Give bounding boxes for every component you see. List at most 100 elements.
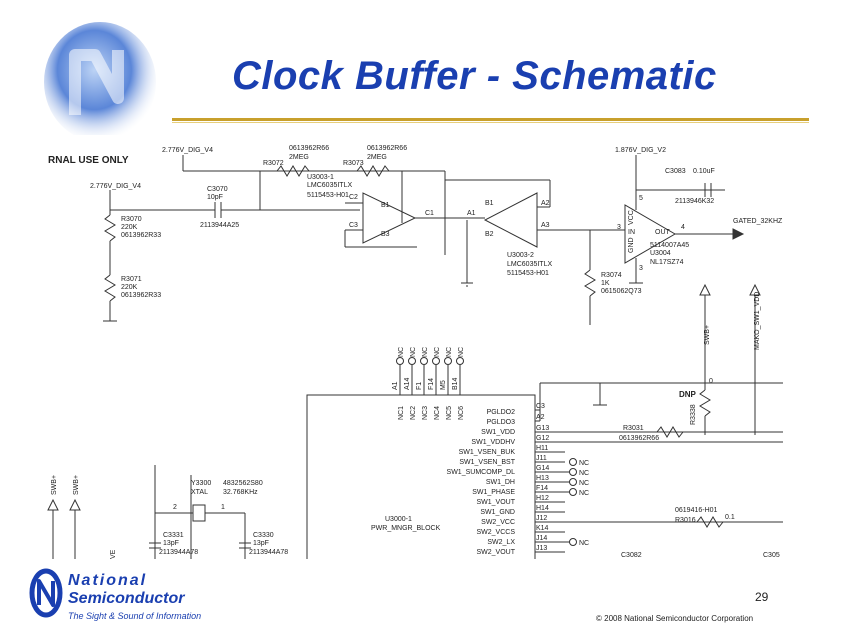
nc-pin-f1: F1 [416,382,423,390]
pmic-pin-num-5: J11 [536,455,547,462]
opamp1-pin-c1: C1 [425,210,434,217]
r3072-ref: R3072 [263,160,284,167]
slide-title: Clock Buffer - Schematic [232,54,717,98]
crystal-type: XTAL [191,489,208,496]
nc-top-5: NC [446,347,453,357]
pmic-pin-name-12: SW2_VCCS [476,529,515,536]
buffer-pin-vcc: VCC [628,210,635,225]
buffer-part: NL17SZ74 [650,259,684,266]
opamp1-pin-b1: B1 [381,202,390,209]
r3031-ref: R3031 [623,425,644,432]
logo-line2: Semiconductor [68,590,185,607]
c3070-val: 10pF [207,194,223,201]
r3338-ref: R3338 [690,404,697,425]
r3072-part: 0613962R66 [289,145,329,152]
pmic-pin-name-4: SW1_VSEN_BUK [459,449,516,456]
r3031-part: 0613962R66 [619,435,659,442]
buffer-pin-in: IN [628,229,635,236]
pmic-pin-name-9: SW1_VOUT [476,499,515,506]
r3071-part: 0613962R33 [121,292,161,299]
r3016-val: 0.1 [725,514,735,521]
pmic-pin-name-10: SW1_GND [480,509,515,516]
pmic-pin-num-10: H14 [536,505,549,512]
c305-ref: C305 [763,552,780,559]
pmic-pin-name-14: SW2_VOUT [476,549,515,556]
opamp2-pin-b2: B2 [485,231,494,238]
c3331-ref: C3331 [163,532,184,539]
header-label: RNAL USE ONLY [48,155,129,166]
r3016-part: 0619416-H01 [675,507,718,514]
nc-pad-6: NC6 [458,406,465,420]
nc-top-6: NC [458,347,465,357]
pmic-nc-1: NC [579,470,589,477]
buffer-pin-in-num: 3 [617,224,621,231]
pmic-nc-0: NC [579,460,589,467]
pmic-pin-num-1: A2 [536,414,545,421]
nc-top-3: NC [422,347,429,357]
rail-dig-v2: 1.876V_DIG_V2 [615,147,666,154]
opamp1-ref: U3003-1 [307,174,334,181]
r3073-ref: R3073 [343,160,364,167]
pmic-pin-name-8: SW1_PHASE [472,489,515,496]
globe-graphic [44,22,156,142]
schematic-diagram: RNAL USE ONLY 2.776V_DIG_V4 2.776V_DIG_V… [45,135,783,559]
copyright-text: © 2008 National Semiconductor Corporatio… [596,614,754,623]
buffer-ref: U3004 [650,250,671,257]
right-net-swb: SWB+ [704,325,711,345]
page-number: 29 [755,590,769,604]
buffer-pin-5: 5 [639,195,643,202]
nc-pin-f14: F14 [428,378,435,390]
opamp1-pin-c3: C3 [349,222,358,229]
c3070-ref: C3070 [207,186,228,193]
right-net-mako: MAKO_SW1_VDD [754,292,761,350]
r3071-ref: R3071 [121,276,142,283]
pmic-pin-num-14: J13 [536,545,547,552]
pmic-pin-name-11: SW2_VCC [481,519,515,526]
opamp2-pin-a2: A2 [541,200,550,207]
pmic-pin-num-4: H11 [536,445,548,452]
pmic-pin-num-9: H12 [536,495,549,502]
r3070-val: 220K [121,224,138,231]
c3331-val: 13pF [163,540,179,547]
nc-top-4: NC [434,347,441,357]
c3330-part: 2113944A78 [249,549,288,556]
nc-pin-b14: B14 [452,377,459,390]
pmic-pin-num-0: C3 [536,403,545,410]
c3083-part: 2113946K32 [675,198,714,205]
c3082-ref: C3082 [621,552,642,559]
pmic-pin-name-6: SW1_SUMCOMP_DL [447,469,516,476]
pmic-pin-num-3: G12 [536,435,549,442]
buffer-pin-3: 3 [639,265,643,272]
logo-tagline: The Sight & Sound of Information [68,611,201,621]
pmic-ref: U3000-1 [385,516,412,523]
r3073-val: 2MEG [367,154,387,161]
pmic-pin-num-12: K14 [536,525,549,532]
opamp2-pin-b1: B1 [485,200,494,207]
opamp1-pin-c2: C2 [349,194,358,201]
c3083-val: 0.10uF [693,168,715,175]
nc-top-2: NC [410,347,417,357]
misc-zero: 0 [709,378,713,385]
pmic-pin-num-6: G14 [536,465,549,472]
nc-pad-3: NC3 [422,406,429,420]
c3330-ref: C3330 [253,532,274,539]
output-net: GATED_32KHZ [733,218,783,225]
pmic-pin-name-5: SW1_VSEN_BST [459,459,515,466]
crystal-part: 4832562S80 [223,480,263,487]
pmic-pin-num-13: J14 [536,535,547,542]
rail-dig-v4-top: 2.776V_DIG_V4 [162,147,213,154]
nc-top-1: NC [398,347,405,357]
opamp2-pin-a1: A1 [467,210,476,217]
pmic-nc-2: NC [579,480,589,487]
nc-pad-5: NC5 [446,406,453,420]
pmic-pin-num-7: H13 [536,475,549,482]
r3073-part: 0613962R66 [367,145,407,152]
pmic-pin-num-2: G13 [536,425,549,432]
r3016-ref: R3016 [675,517,696,524]
pmic-name: PWR_MNGR_BLOCK [371,525,441,532]
crystal-pin-2: 2 [173,504,177,511]
crystal-pin-1: 1 [221,504,225,511]
dnp-label: DNP [679,390,697,399]
left-net-swb-1: SWB+ [51,475,58,495]
pmic-pin-name-1: PGLDO3 [487,419,516,426]
